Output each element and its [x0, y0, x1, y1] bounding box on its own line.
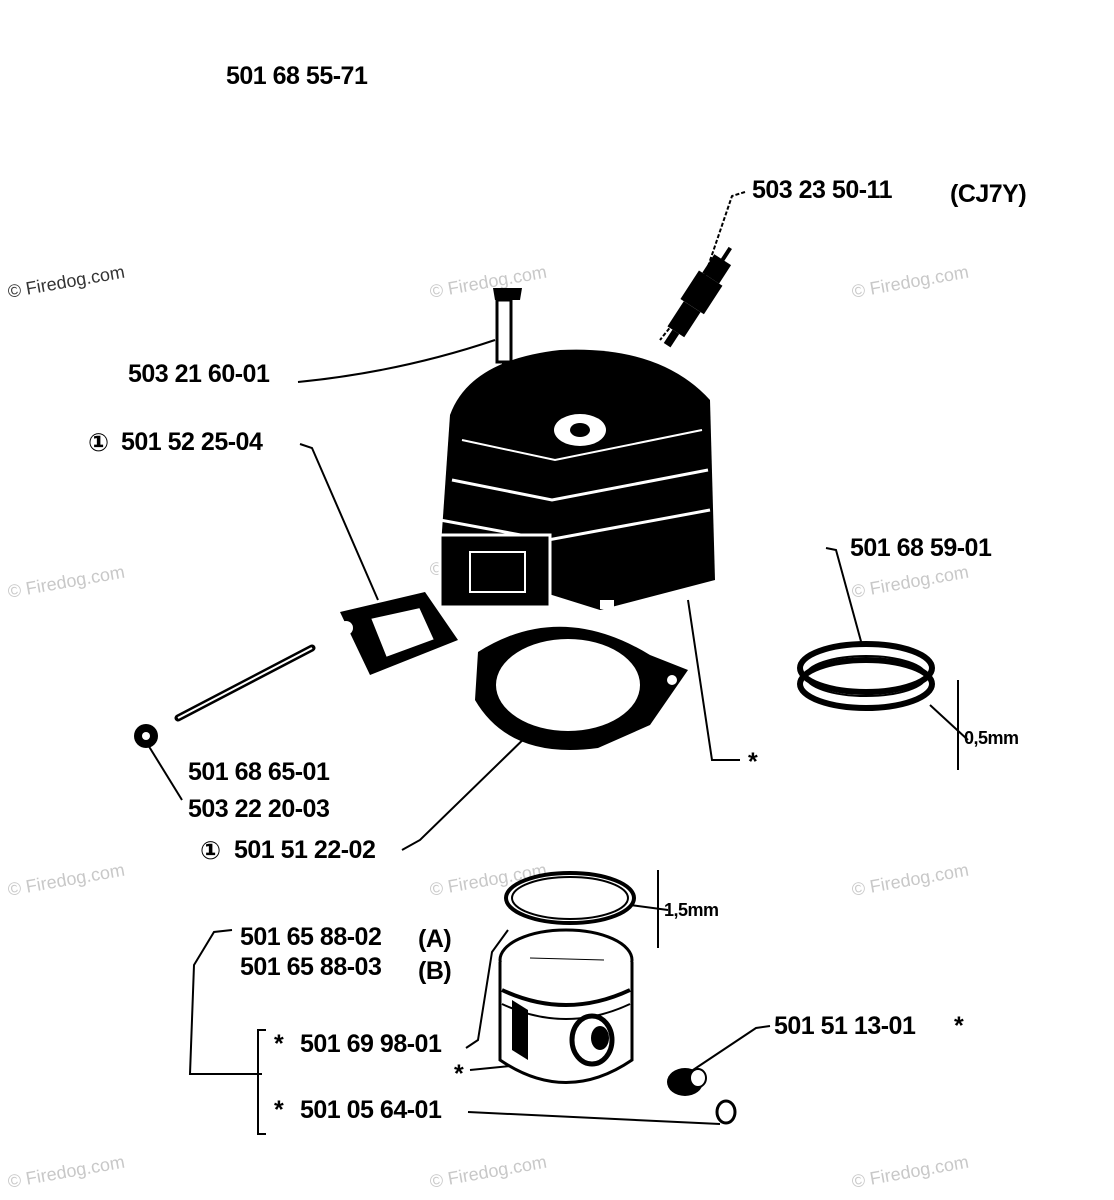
cylinder-gasket-part-number[interactable]: 501 51 22-02	[234, 836, 376, 864]
kit-bracket-inner	[257, 1029, 266, 1135]
piston-drawing	[498, 928, 634, 1084]
cylinder-gasket-mark: ①	[200, 837, 221, 865]
cylinder-gasket-drawing	[475, 626, 688, 750]
leader-line-spark-plug	[659, 191, 746, 341]
piston-part-number[interactable]: 501 69 98-01	[300, 1030, 442, 1058]
leader-line-piston	[465, 929, 509, 1049]
piston-ring-set-part-number[interactable]: 501 68 59-01	[850, 534, 992, 562]
exhaust-gasket-part-number[interactable]: 501 52 25-04	[121, 428, 263, 456]
piston-pin-part-number[interactable]: 501 51 13-01	[774, 1012, 916, 1040]
piston-ring-set-dimension: 0,5mm	[964, 728, 1019, 748]
circlip-part-number[interactable]: 501 05 64-01	[300, 1096, 442, 1124]
assembly-number: 501 68 55-71	[226, 62, 368, 90]
nut-drawing	[134, 724, 158, 748]
stud-part-number[interactable]: 501 68 65-01	[188, 758, 330, 786]
spark-plug-drawing	[663, 246, 732, 348]
cylinder-star-mark: *	[748, 748, 758, 776]
spark-plug-note: (CJ7Y)	[950, 180, 1027, 208]
leader-line-circlip	[467, 1111, 721, 1125]
spark-plug-part-number[interactable]: 503 23 50-11	[752, 176, 892, 204]
piston-ring-set-drawing	[797, 641, 935, 711]
circlip-mark: *	[274, 1096, 284, 1124]
leader-line-cylinder	[687, 599, 740, 761]
screw-part-number[interactable]: 503 21 60-01	[128, 360, 270, 388]
piston-mark: *	[274, 1030, 284, 1058]
cylinder-kit-a-variant: (A)	[418, 925, 452, 953]
exhaust-gasket-mark: ①	[88, 429, 109, 457]
stud-drawing	[174, 644, 316, 722]
leader-line-exhaust-gasket	[299, 443, 379, 601]
cylinder-drawing	[438, 349, 715, 610]
piston-pin-drawing	[667, 1068, 707, 1096]
leader-line-piston-pin	[689, 1025, 771, 1073]
nut-part-number[interactable]: 503 22 20-03	[188, 795, 330, 823]
piston-ring-drawing	[504, 871, 636, 925]
exhaust-gasket-drawing	[339, 592, 458, 675]
piston-star-mark: *	[454, 1060, 464, 1088]
cylinder-kit-b-part-number[interactable]: 501 65 88-03	[240, 953, 382, 981]
leader-line-nut	[144, 739, 183, 801]
cylinder-kit-a-part-number[interactable]: 501 65 88-02	[240, 923, 382, 951]
leader-line-cylinder-gasket	[401, 727, 536, 851]
piston-pin-mark: *	[954, 1012, 964, 1040]
dimension-line-piston-ring	[629, 870, 669, 948]
leader-line-screw	[297, 339, 496, 383]
dimension-line-ring-set	[929, 680, 969, 770]
cylinder-kit-b-variant: (B)	[418, 957, 452, 985]
leader-line-ring-set	[825, 547, 863, 646]
kit-bracket	[188, 929, 262, 1075]
circlip-drawing	[715, 1099, 737, 1125]
piston-ring-dimension: 1,5mm	[664, 900, 719, 920]
